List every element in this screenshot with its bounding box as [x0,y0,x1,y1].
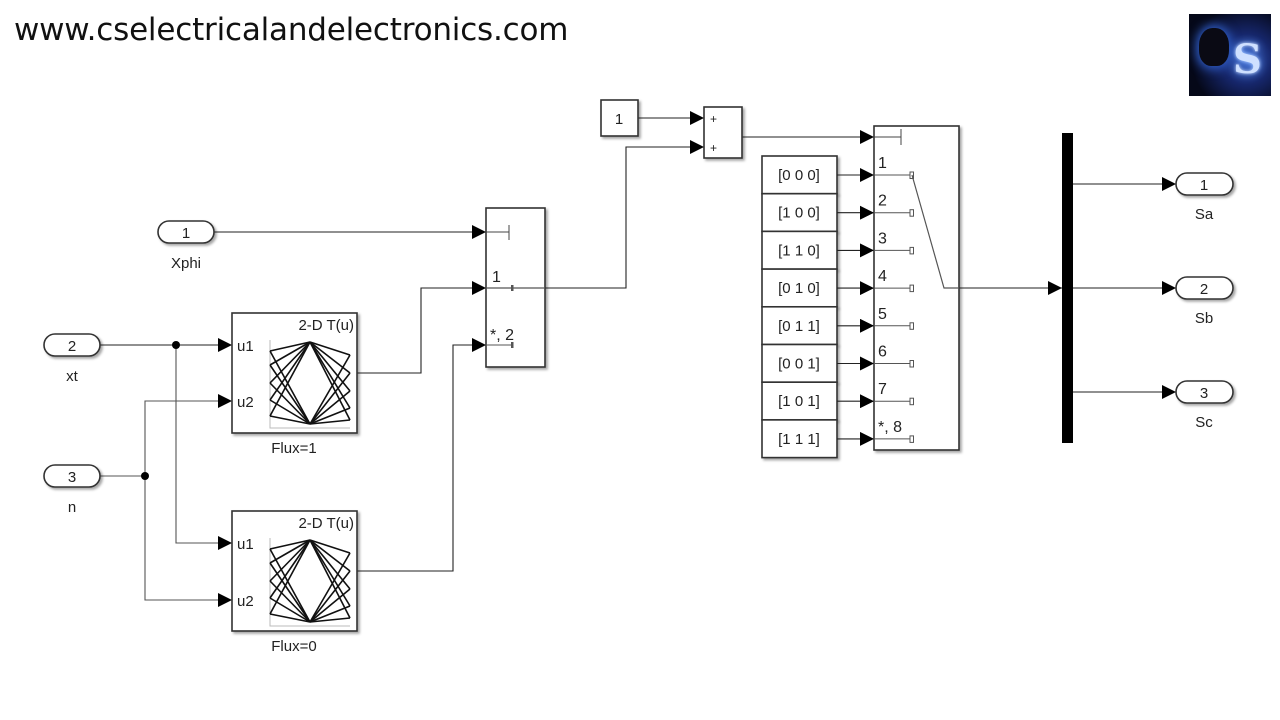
outport-name: Sc [1195,414,1213,431]
multiport-port-label: 7 [878,381,887,398]
constant-value: 1 [615,111,623,128]
inport-xphi[interactable]: 1 Xphi [157,220,215,272]
vector-constant-block[interactable]: [0 0 0] [761,155,838,195]
outport-name: Sa [1195,206,1214,223]
vector-constant-block[interactable]: [0 1 1] [761,305,838,346]
lookup-table-flux0[interactable]: 2-D T(u) u1 u2 Flux=0 [231,510,358,655]
vector-constant-value: [0 0 1] [778,356,820,373]
vector-constant-value: [1 0 1] [778,393,820,410]
multiport-port-label: 4 [878,268,887,285]
port-contact [909,435,914,443]
outport-number: 3 [1200,385,1208,402]
port-contact [909,209,914,217]
wires [100,111,1176,607]
multiport-data-ports: 1 2 3 4 5 6 7 *, 8 [874,155,914,443]
lookup-table-icon [269,538,351,627]
vector-constant-block[interactable]: [1 0 0] [761,192,838,233]
sum-sign-1: + [710,112,717,126]
outport-sc[interactable]: 3 Sc [1175,380,1234,431]
vector-constant-value: [1 1 0] [778,242,820,259]
vector-constant-block[interactable]: [0 1 0] [761,268,838,308]
inport-name: xt [66,368,79,385]
inport-n[interactable]: 3 n [43,464,101,516]
wire-switch-to-sum[interactable] [545,140,704,289]
vector-constant-value: [0 0 0] [778,167,820,184]
port-contact [909,246,914,255]
sum-sign-2: + [710,141,717,155]
port-contact [909,360,914,368]
inport-name: Xphi [171,255,201,272]
wire-n-to-lut2-u2[interactable] [144,476,232,607]
multiport-port-label: 2 [878,193,887,210]
vector-constant-block[interactable]: [1 1 1] [761,419,838,459]
site-url[interactable]: www.cselectricalandelectronics.com [14,12,569,48]
vector-constant-block[interactable]: [1 1 0] [761,230,838,270]
lut-title: 2-D T(u) [298,515,354,532]
cs-logo-icon: S [1189,14,1271,96]
outport-number: 1 [1200,177,1208,194]
switch-port2-label: *, 2 [490,327,514,344]
port-contact [909,397,914,406]
lookup-table-flux1[interactable]: 2-D T(u) u1 u2 Flux=1 [231,312,358,457]
inport-number: 2 [68,338,76,355]
wire-lut1-to-switch[interactable] [357,281,486,374]
multiport-port-label: 1 [878,155,887,172]
switch-path [911,174,959,289]
port-contact [909,284,914,293]
vector-constants: [0 0 0] [1 0 0] [1 1 0] [0 1 0] [0 1 1] [0 0 … [761,155,874,459]
inport-number: 1 [182,225,190,242]
outport-sb[interactable]: 2 Sb [1175,276,1234,327]
lut-name: Flux=1 [271,440,316,457]
logo-letter: S [1233,36,1262,83]
wire-lut2-to-switch[interactable] [357,338,486,572]
vector-constant-block[interactable]: [1 0 1] [761,381,838,421]
vector-constant-block[interactable]: [0 0 1] [761,343,838,384]
vector-constant-value: [0 1 0] [778,280,820,297]
multiport-port-label: *, 8 [878,419,902,436]
constant-one-block[interactable]: 1 [600,99,639,137]
inport-xt[interactable]: 2 xt [43,333,101,385]
outport-sa[interactable]: 1 Sa [1175,172,1234,223]
port-contact [511,285,514,291]
lut-name: Flux=0 [271,638,316,655]
lookup-table-icon [269,340,351,429]
branch-point-xt [172,341,180,349]
logo-hand-graphic [1199,28,1229,66]
outport-number: 2 [1200,281,1208,298]
port-contact [909,322,914,330]
multiport-switch[interactable]: 1 2 3 4 5 6 7 *, 8 [873,125,960,451]
outport-name: Sb [1195,310,1213,327]
multiport-port-label: 6 [878,344,887,361]
inport-name: n [68,499,76,516]
lut-title: 2-D T(u) [298,317,354,334]
flux-switch[interactable]: 1 *, 2 [485,207,546,368]
wire-n-to-lut1-u2[interactable] [144,394,232,476]
lut-input1-label: u1 [237,338,254,355]
lut-input1-label: u1 [237,536,254,553]
wire-xt-to-lut2-u1[interactable] [175,345,232,550]
switch-port1-label: 1 [492,269,501,286]
vector-constant-value: [1 0 0] [778,205,820,222]
vector-constant-value: [0 1 1] [778,318,820,335]
demux-block[interactable] [1062,133,1073,443]
port-contact [511,342,514,348]
multiport-port-label: 3 [878,230,887,247]
sum-block[interactable]: + + [703,106,743,159]
vector-constant-value: [1 1 1] [778,431,820,448]
branch-point-n [141,472,149,480]
lut-input2-label: u2 [237,593,254,610]
inport-number: 3 [68,469,76,486]
multiport-port-label: 5 [878,306,887,323]
lut-input2-label: u2 [237,394,254,411]
